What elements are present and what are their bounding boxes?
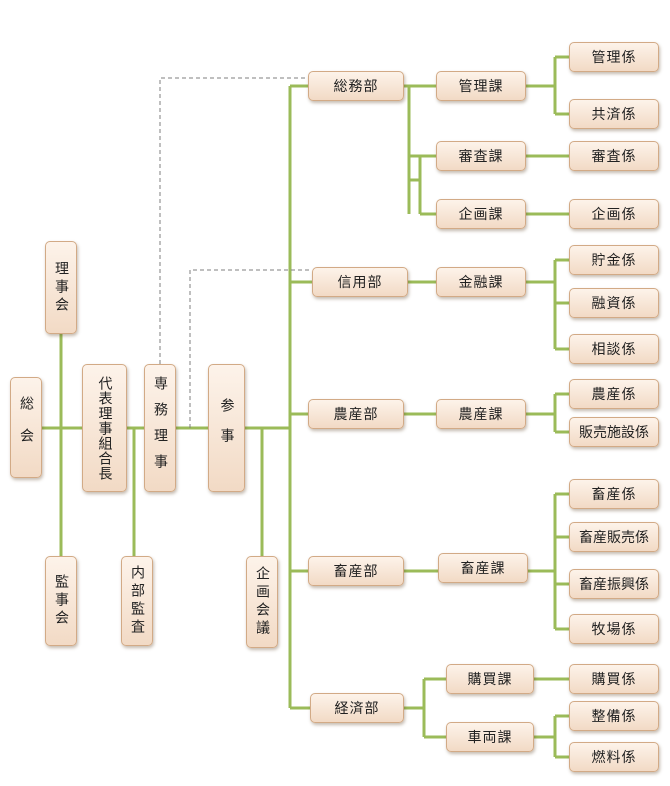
node-sharyouka: 車両課: [446, 722, 534, 752]
node-chikusanbu: 畜産部: [308, 556, 404, 586]
node-sanji: 参事: [208, 364, 245, 492]
node-nousanbu: 農産部: [308, 399, 404, 429]
node-kikaku-kaigi: 企画会議: [246, 556, 278, 648]
node-kikakugakari: 企画係: [569, 199, 659, 229]
node-senmu: 専務理事: [144, 364, 176, 492]
node-keizaibu: 経済部: [310, 693, 404, 723]
node-shinsaka: 審査課: [436, 141, 526, 171]
node-chikusanshinkougakari: 畜産振興係: [569, 569, 659, 599]
node-koubaika: 購買課: [446, 664, 534, 694]
node-kumiaichou: 代表理事組合長: [82, 364, 127, 492]
node-yuushigakari: 融資係: [569, 288, 659, 318]
node-rijikai: 理事会: [45, 241, 77, 334]
node-koubaigakari: 購買係: [569, 664, 659, 694]
node-seibigakari: 整備係: [569, 701, 659, 731]
node-nousanka: 農産課: [436, 399, 526, 429]
node-kanrika: 管理課: [436, 71, 526, 101]
node-kikakuka: 企画課: [436, 199, 526, 229]
node-chikusanka: 畜産課: [438, 553, 528, 583]
node-hanbaishisetsugakari: 販売施設係: [569, 417, 659, 447]
node-naibu: 内部監査: [121, 556, 153, 646]
node-chikusanhanbaigakari: 畜産販売係: [569, 522, 659, 552]
node-nousangakari: 農産係: [569, 379, 659, 409]
node-shinsagakari: 審査係: [569, 141, 659, 171]
node-nenryougakari: 燃料係: [569, 742, 659, 772]
node-kinyuka: 金融課: [436, 267, 526, 297]
node-kanrigakari: 管理係: [569, 42, 659, 72]
node-kyousaigakari: 共済係: [569, 99, 659, 129]
node-bokujougakari: 牧場係: [569, 614, 659, 644]
node-soukai: 総会: [10, 377, 42, 478]
node-soudangakari: 相談係: [569, 334, 659, 364]
node-soumubu: 総務部: [308, 71, 404, 101]
node-chokingakari: 貯金係: [569, 245, 659, 275]
node-kanjikai: 監事会: [45, 556, 77, 646]
node-chikusangakari: 畜産係: [569, 479, 659, 509]
node-shinyoubu: 信用部: [312, 267, 408, 297]
